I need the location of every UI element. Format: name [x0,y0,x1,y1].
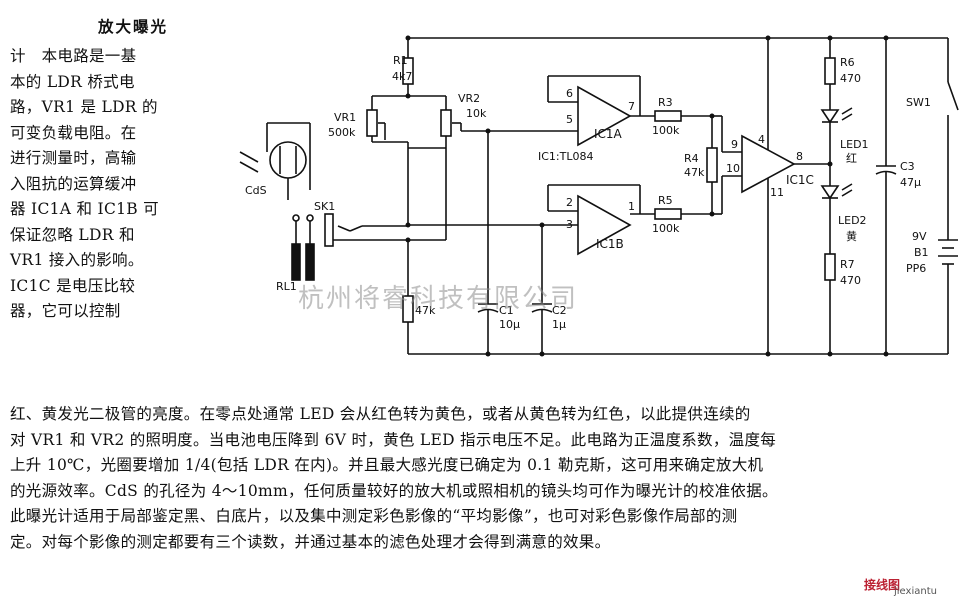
ic1c-label: IC1C [786,173,814,187]
pin-label: 4 [758,133,765,146]
left-line: 本的 LDR 桥式电 [10,72,135,91]
r3-label: R3 [658,96,673,109]
left-line: 保证忽略 LDR 和 [10,225,135,244]
body-line: 定。对每个影像的测定都要有三个读数，并通过基本的滤色处理才会得到满意的效果。 [10,532,611,551]
r6-label: R6 [840,56,855,69]
r7-value: 470 [840,274,861,287]
left-line: 器 IC1A 和 IC1B 可 [10,200,159,218]
circuit-schematic: R1 4k7 VR1 500k VR2 10k CdS SK1 RL1 47k … [239,35,959,357]
pin-label: 10 [726,162,740,175]
pin-label: 1 [628,200,635,213]
c2-value: 1μ [552,318,566,331]
r5-label: R5 [658,194,673,207]
sw1-label: SW1 [906,96,931,109]
body-line: 对 VR1 和 VR2 的照明度。当电池电压降到 6V 时，黄色 LED 指示电… [10,430,777,449]
battery-type: PP6 [906,262,926,275]
vr2-value: 10k [466,107,487,120]
c3-label: C3 [900,160,915,173]
sk1-label: SK1 [314,200,335,213]
article-title: 放大曝光 [98,17,169,36]
vr1-label: VR1 [334,111,356,124]
r6-value: 470 [840,72,861,85]
left-line: 路，VR1 是 LDR 的 [10,98,158,116]
site-logo: 接线图 [864,578,901,592]
left-line: 可变负载电阻。在 [10,123,137,142]
left-line: 器，它可以控制 [10,302,121,320]
pin-label: 2 [566,196,573,209]
left-line: IC1C 是电压比较 [10,276,136,295]
battery-label: B1 [914,246,929,259]
ic1a-label: IC1A [594,127,623,141]
ic-type-label: IC1:TL084 [538,150,593,163]
r4-value: 47k [684,166,705,179]
left-line: 计 本电路是一基 [10,47,137,65]
site-logo-url: jiexiantu [894,586,937,597]
r1-value: 4k7 [392,70,412,83]
r1-label: R1 [393,54,408,67]
r3-value: 100k [652,124,680,137]
led1-label: LED1 [840,138,869,151]
pin-label: 8 [796,150,803,163]
pin-label: 7 [628,100,635,113]
c1-value: 10μ [499,318,520,331]
rl1-label: RL1 [276,280,297,293]
r2-value: 47k [415,304,436,317]
pin-label: 9 [731,138,738,151]
body-line: 上升 10℃，光圈要增加 1/4(包括 LDR 在内)。并且最大感光度已确定为 … [10,456,764,474]
vr1-value: 500k [328,126,356,139]
cds-label: CdS [245,184,267,197]
pin-label: 11 [770,186,784,199]
pin-label: 6 [566,87,573,100]
vr2-label: VR2 [458,92,480,105]
body-line: 的光源效率。CdS 的孔径为 4～10mm，任何质量较好的放大机或照相机的镜头均… [10,481,778,500]
left-line: VR1 接入的影响。 [10,251,144,269]
r4-label: R4 [684,152,699,165]
body-line: 此曝光计适用于局部鉴定黑、白底片，以及集中测定彩色影像的“平均影像”，也可对彩色… [10,507,738,525]
watermark: 杭州将睿科技有限公司 [298,284,579,314]
battery-voltage: 9V [912,230,927,243]
c2-label: C2 [552,304,567,317]
c1-label: C1 [499,304,514,317]
left-line: 入阻抗的运算缓冲 [10,174,137,193]
c3-value: 47μ [900,176,921,189]
left-line: 进行测量时，高输 [10,149,137,167]
led2-label: LED2 [838,214,867,227]
r5-value: 100k [652,222,680,235]
body-line: 红、黄发光二极管的亮度。在零点处通常 LED 会从红色转为黄色，或者从黄色转为红… [10,405,751,423]
pin-label: 5 [566,113,573,126]
ic1b-label: IC1B [596,237,624,251]
pin-label: 3 [566,218,573,231]
led2-color: 黄 [846,229,857,243]
r7-label: R7 [840,258,855,271]
led1-color: 红 [846,152,857,165]
